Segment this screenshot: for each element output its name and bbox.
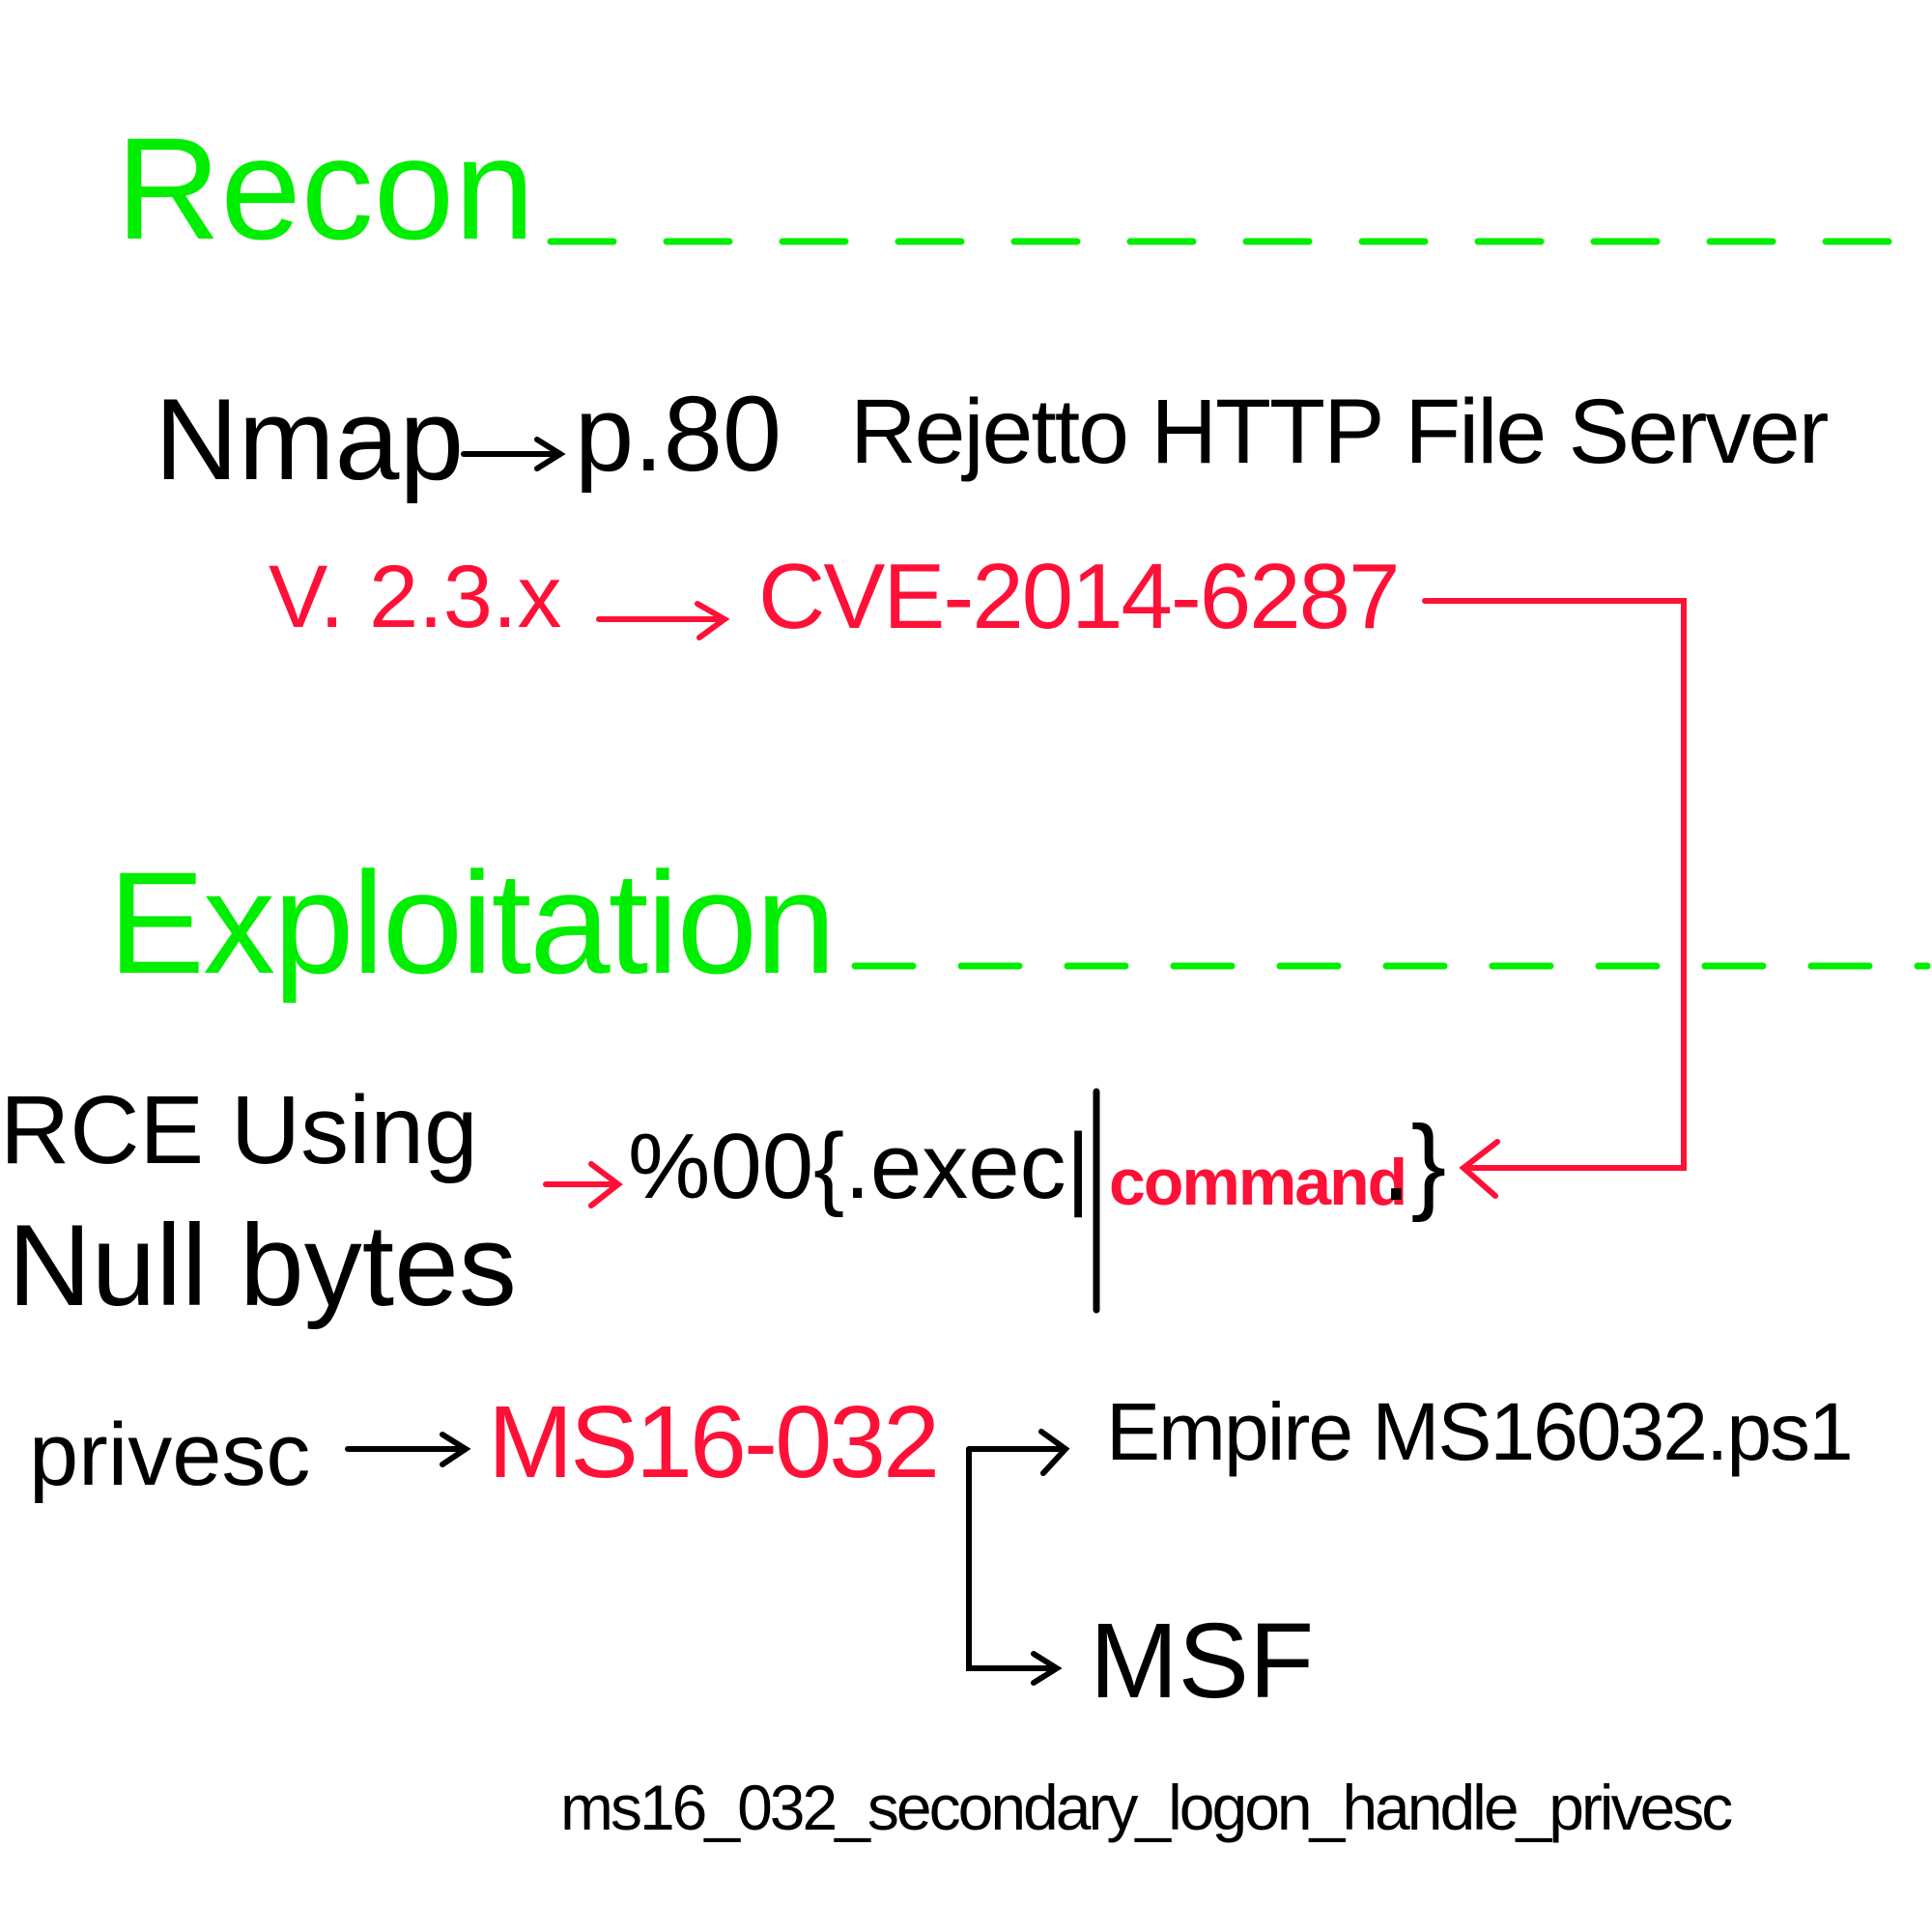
msf-module-label: ms16_032_secondary_logon_handle_privesc [560, 1772, 1733, 1843]
privesc-label: privesc [29, 1406, 311, 1504]
payload-suffix: .} [1381, 1104, 1447, 1223]
exploitation-heading: Exploitation [108, 841, 836, 1004]
cve-label: CVE-2014-6287 [758, 545, 1400, 648]
port-label: p.80 [575, 375, 782, 494]
ms16-032-label: MS16-032 [488, 1385, 940, 1499]
payload-command: command [1109, 1146, 1407, 1219]
version-arrow [596, 601, 730, 640]
recon-heading: Recon [116, 107, 535, 270]
msf-label: MSF [1090, 1602, 1315, 1720]
cve-to-command-connector [1422, 598, 1687, 1199]
nmap-label: Nmap [155, 375, 465, 504]
rce-line-1: RCE Using [0, 1076, 478, 1184]
service-label: Rejetto HTTP File Server [850, 381, 1829, 483]
privesc-arrow [345, 1432, 471, 1467]
rce-arrow [543, 1161, 623, 1208]
version-label: V. 2.3.x [269, 548, 562, 646]
nmap-arrow [461, 437, 566, 471]
rce-line-2: Null bytes [8, 1201, 517, 1330]
empire-label: Empire MS16032.ps1 [1106, 1386, 1854, 1477]
payload-prefix: %00{.exec| [628, 1115, 1091, 1218]
ms-branch-connector [966, 1429, 1070, 1686]
